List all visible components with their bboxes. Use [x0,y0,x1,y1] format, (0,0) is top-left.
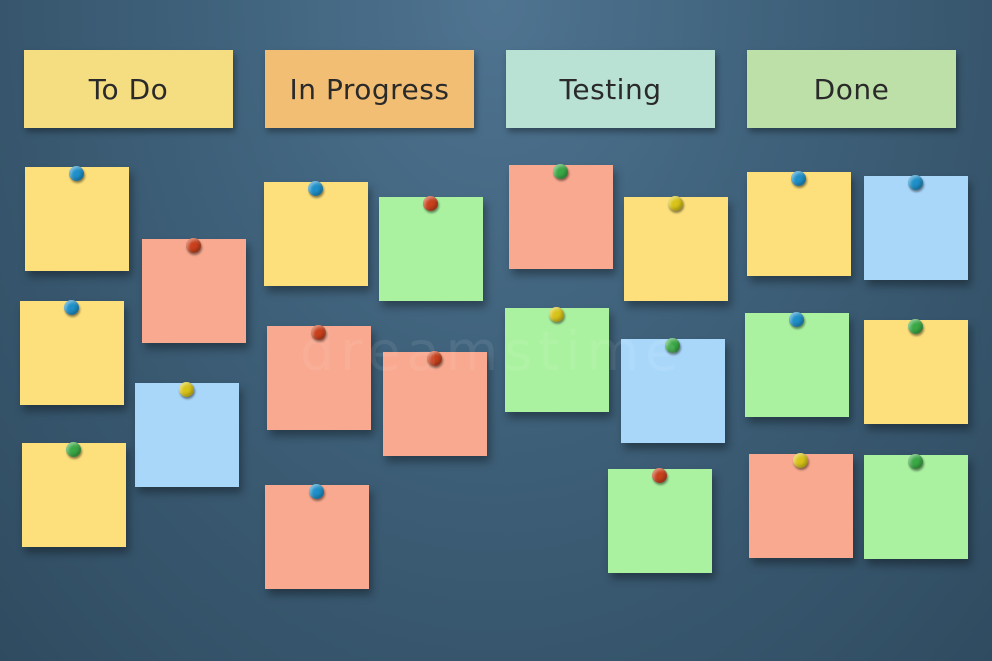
sticky-note[interactable] [142,238,246,343]
pushpin-icon [668,196,683,211]
pushpin-icon [69,166,84,181]
pushpin-icon [789,312,804,327]
sticky-note[interactable] [509,164,613,269]
sticky-note[interactable] [747,171,851,276]
pushpin-icon [423,196,438,211]
sticky-note[interactable] [264,181,368,286]
sticky-note[interactable] [505,307,609,412]
sticky-note[interactable] [864,454,968,559]
pushpin-icon [908,454,923,469]
column-title-done: Done [813,72,890,106]
column-title-todo: To Do [88,72,169,106]
pushpin-icon [793,453,808,468]
column-title-testing: Testing [559,72,662,106]
column-header-todo: To Do [24,50,233,128]
sticky-note[interactable] [383,351,487,456]
pushpin-icon [908,319,923,334]
sticky-note[interactable] [22,442,126,547]
pushpin-icon [908,175,923,190]
sticky-note[interactable] [864,319,968,424]
pushpin-icon [791,171,806,186]
column-header-in-progress: In Progress [265,50,474,128]
pushpin-icon [186,238,201,253]
pushpin-icon [179,382,194,397]
pushpin-icon [66,442,81,457]
pushpin-icon [665,338,680,353]
pushpin-icon [308,181,323,196]
pushpin-icon [427,351,442,366]
column-title-in-progress: In Progress [289,72,450,106]
sticky-note[interactable] [135,382,239,487]
pushpin-icon [309,484,324,499]
sticky-note[interactable] [864,175,968,280]
sticky-note[interactable] [379,196,483,301]
sticky-note[interactable] [20,300,124,405]
sticky-note[interactable] [25,166,129,271]
sticky-note[interactable] [267,325,371,430]
column-header-done: Done [747,50,956,128]
pushpin-icon [311,325,326,340]
column-header-testing: Testing [506,50,715,128]
sticky-note[interactable] [621,338,725,443]
pushpin-icon [549,307,564,322]
pushpin-icon [64,300,79,315]
sticky-note[interactable] [624,196,728,301]
sticky-note[interactable] [749,453,853,558]
pushpin-icon [652,468,667,483]
sticky-note[interactable] [265,484,369,589]
pushpin-icon [553,164,568,179]
sticky-note[interactable] [608,468,712,573]
sticky-note[interactable] [745,312,849,417]
